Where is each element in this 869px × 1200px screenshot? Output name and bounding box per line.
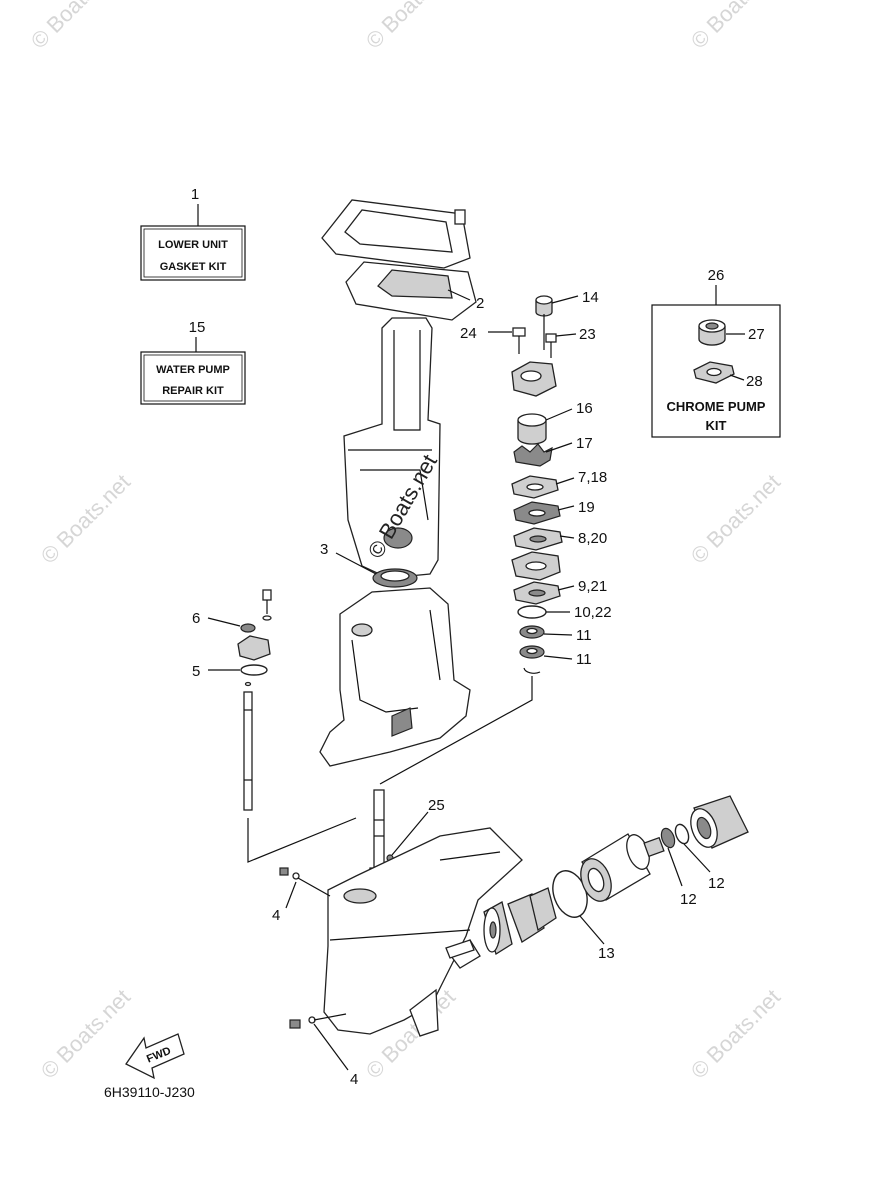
watermark: © Boats.net [686,0,785,54]
kit-label-line2: REPAIR KIT [162,385,224,397]
callout-15: 15 [189,319,206,336]
chrome-pump-kit-box: 26 27 28 CHROME PUMP KIT [651,267,781,438]
watermark: © Boats.net [26,0,125,54]
callout-10-22: 10,22 [574,604,612,621]
watermark: © Boats.net [686,984,785,1083]
shift-rod-assembly: 6 5 [192,589,272,811]
callout-3: 3 [320,541,328,558]
callout-6: 6 [192,610,200,627]
callout-8-20: 8,20 [578,530,607,547]
assembly-leaders [247,676,533,863]
callout-9-21: 9,21 [578,578,607,595]
callout-24: 24 [460,325,477,342]
watermark: © Boats.net [361,0,460,54]
callout-25: 25 [428,797,445,814]
lower-casing [319,587,471,767]
callout-16: 16 [576,400,593,417]
callout-12b: 12 [708,875,725,892]
callout-4b: 4 [350,1071,358,1088]
callout-2: 2 [476,295,484,312]
kit-label-line2: KIT [706,418,727,433]
upper-casing: 3 [320,317,441,588]
diagram-code: 6H39110-J230 [104,1084,195,1100]
callout-1: 1 [191,186,199,203]
water-pump-kit-box: 15 WATER PUMP REPAIR KIT [140,319,246,405]
exhaust-plate: 2 [321,199,484,321]
callout-27: 27 [748,326,765,343]
kit-label-line2: GASKET KIT [160,261,227,273]
prop-shaft-parts: 13 12 12 [445,795,749,962]
kit-label-line1: LOWER UNIT [158,239,228,251]
callout-23: 23 [579,326,596,343]
screws: 4 4 [272,867,358,1088]
watermark: © Boats.net [686,469,785,568]
gasket-kit-box: 1 LOWER UNIT GASKET KIT [140,186,246,281]
callout-5: 5 [192,663,200,680]
watermark: © Boats.net [36,469,135,568]
callout-14: 14 [582,289,599,306]
watermark: © Boats.net [36,984,135,1083]
callout-4a: 4 [272,907,280,924]
callout-11b: 11 [576,651,592,668]
callout-11a: 11 [576,627,592,644]
callout-19: 19 [578,499,595,516]
callout-7-18: 7,18 [578,469,607,486]
water-pump-stack: 14 24 23 16 17 7,18 19 [460,289,612,674]
callout-28: 28 [746,373,763,390]
kit-label-line1: WATER PUMP [156,364,230,376]
callout-17: 17 [576,435,593,452]
kit-label-line1: CHROME PUMP [667,399,766,414]
fwd-arrow: FWD [125,1033,185,1080]
callout-13: 13 [598,945,615,962]
callout-26: 26 [708,267,725,284]
callout-12a: 12 [680,891,697,908]
